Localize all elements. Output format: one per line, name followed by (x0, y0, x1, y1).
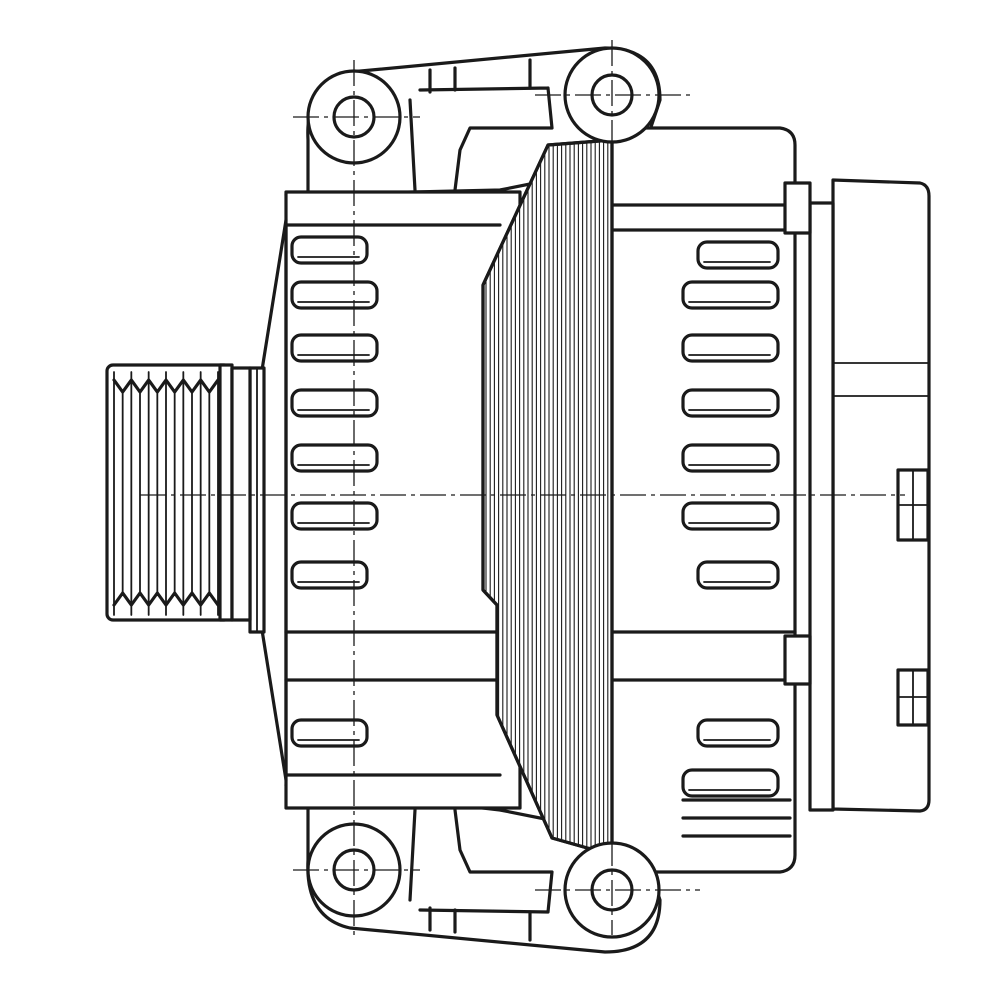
vent-slot (290, 560, 369, 590)
center-lines (140, 40, 905, 935)
vent-slot (681, 388, 780, 418)
vent-slot (290, 280, 379, 310)
vent-slot (681, 333, 780, 363)
rear-vent-slots (681, 240, 792, 838)
stator-core (481, 138, 614, 857)
vent-slot (290, 388, 379, 418)
vent-slot (696, 718, 780, 748)
vent-slot (290, 501, 379, 531)
vent-slot (290, 443, 379, 473)
belt-pulley (105, 363, 252, 622)
vent-slot (696, 560, 780, 590)
drive-end-housing (248, 190, 522, 810)
vent-slot (290, 718, 369, 748)
vent-slot (681, 768, 780, 798)
slip-ring-end-housing (598, 126, 812, 874)
vent-slot (696, 240, 780, 270)
drive-end-vent-slots (290, 235, 379, 748)
vent-slot (290, 333, 379, 363)
vent-slot (681, 501, 780, 531)
vent-slot (290, 235, 369, 265)
vent-slot (681, 443, 780, 473)
vent-slot (681, 280, 780, 310)
